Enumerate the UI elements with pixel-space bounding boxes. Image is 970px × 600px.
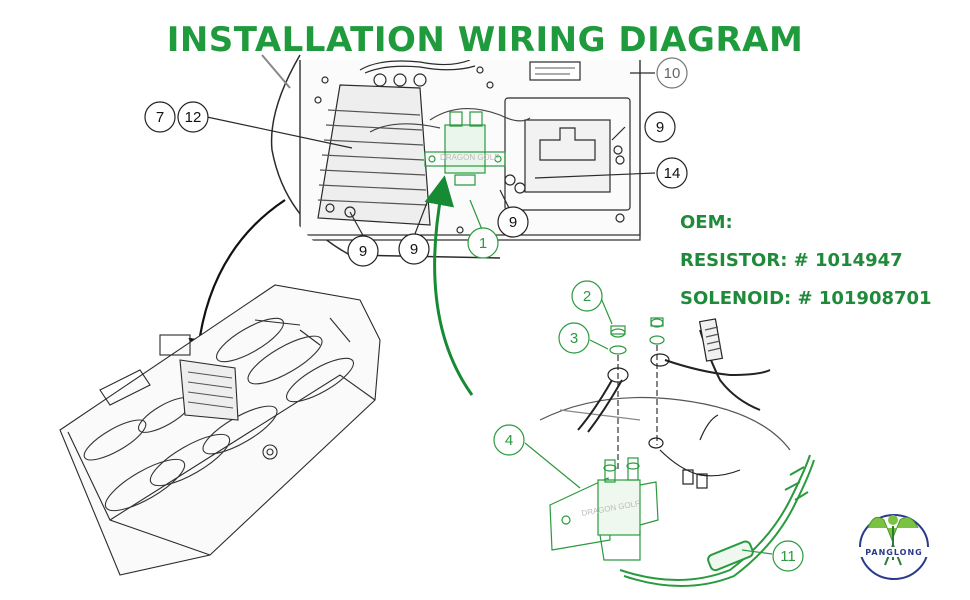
svg-text:14: 14 <box>664 165 681 182</box>
page-title: INSTALLATION WIRING DIAGRAM <box>166 20 804 60</box>
solenoid-closeup <box>424 111 506 186</box>
svg-text:9: 9 <box>359 243 367 260</box>
callout-9-bottom-mid: 9 <box>398 233 430 265</box>
callout-3: 3 <box>558 322 590 354</box>
leader-9-bottom-right <box>499 189 511 211</box>
black-arrow <box>188 199 286 361</box>
svg-text:3: 3 <box>570 330 578 347</box>
resistor-wire <box>619 454 815 587</box>
svg-text:9: 9 <box>509 214 517 231</box>
callout-14: 14 <box>656 157 688 189</box>
callout-12: 12 <box>177 101 209 133</box>
svg-text:9: 9 <box>656 119 664 136</box>
panglong-logo: PANGLONG <box>856 514 932 580</box>
battery-compartment <box>59 284 381 576</box>
svg-text:7: 7 <box>156 109 164 126</box>
leader-9-right <box>611 126 626 141</box>
relay-box <box>504 97 631 211</box>
leader-7-12 <box>206 116 353 149</box>
svg-text:4: 4 <box>505 432 513 449</box>
svg-text:12: 12 <box>185 109 202 126</box>
oem-heading: OEM: <box>680 212 733 233</box>
solenoid-body <box>549 457 659 561</box>
svg-text:DRAGON GOLF: DRAGON GOLF <box>440 153 499 162</box>
solenoid-part-number: SOLENOID: # 101908701 <box>680 288 932 309</box>
callout-4: 4 <box>493 424 525 456</box>
leader-1 <box>469 199 484 233</box>
washers <box>609 317 665 355</box>
svg-text:9: 9 <box>410 241 418 258</box>
pointer-top <box>261 54 291 89</box>
leader-14 <box>534 172 656 179</box>
callout-2: 2 <box>571 280 603 312</box>
svg-text:2: 2 <box>583 288 591 305</box>
controller-closeup <box>206 54 656 259</box>
callout-11: 11 <box>772 540 804 572</box>
green-arrow <box>424 175 474 396</box>
callout-9-right: 9 <box>644 111 676 143</box>
callout-9-bottom-left: 9 <box>347 235 379 267</box>
leader-9-bottom-left <box>349 211 366 240</box>
detail-leaders <box>524 297 773 555</box>
controller-heatsink <box>317 60 476 226</box>
svg-text:1: 1 <box>479 235 487 252</box>
solenoid-detail: DRAGON GOLF DRAGON GOLF <box>440 153 815 587</box>
callout-7: 7 <box>144 101 176 133</box>
callout-9-bottom-right: 9 <box>497 206 529 238</box>
callouts: 7 12 10 9 14 9 <box>144 57 804 572</box>
svg-text:10: 10 <box>664 65 681 82</box>
callout-10: 10 <box>656 57 688 89</box>
svg-text:11: 11 <box>780 548 796 565</box>
logo-text: PANGLONG <box>865 548 922 557</box>
resistor-part-number: RESISTOR: # 1014947 <box>680 250 903 271</box>
callout-1: 1 <box>467 227 499 259</box>
